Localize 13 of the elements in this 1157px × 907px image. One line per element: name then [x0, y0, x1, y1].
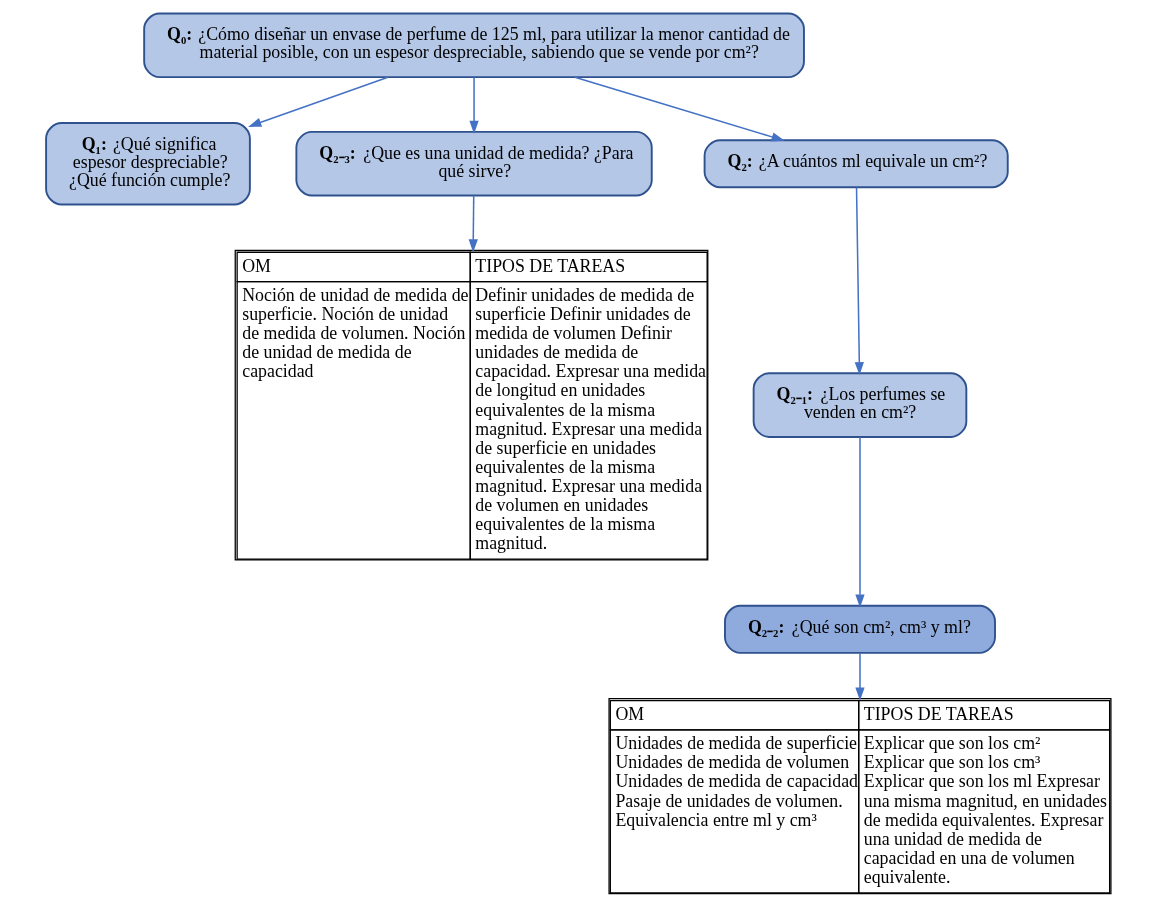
node-box: Q₂: ¿A cuántos ml equivale un cm²? [703, 139, 1009, 189]
arrow [248, 76, 389, 127]
arrow [469, 76, 479, 135]
arrow [574, 76, 785, 142]
arrow [854, 186, 864, 376]
arrow [855, 652, 865, 701]
node-box: Q₁: ¿Qué significa espesor despreciable? ¿Qué función cumple? [45, 122, 251, 206]
arrow [855, 436, 865, 608]
arrow [468, 194, 478, 253]
node-box: Q₂₋₃: ¿Que es una unidad de medida? ¿Para qué sirve? [295, 130, 653, 197]
node-box: Q₀: ¿Cómo diseñar un envase de perfume de 125 ml, para utilizar la menor cantidad de material posible, con un espesor despreciable, sabiendo que se vende por cm²? [143, 12, 805, 79]
node-box: Q₂₋₂: ¿Qué son cm², cm³ y ml? [724, 604, 996, 654]
node-box: Q₂₋₁: ¿Los perfumes se venden en cm²? [752, 372, 968, 438]
